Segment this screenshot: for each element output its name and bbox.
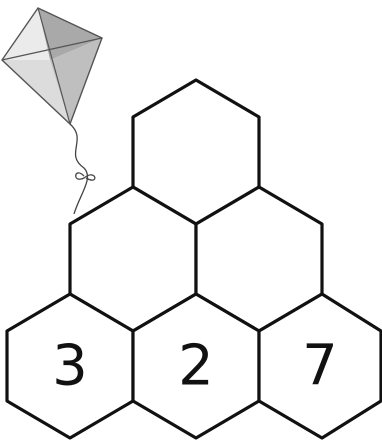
- cell-value-bottom-middle: 2: [178, 334, 214, 399]
- kite-icon: [2, 8, 102, 214]
- cell-value-bottom-left: 3: [52, 334, 88, 399]
- cell-value-bottom-right: 7: [302, 334, 338, 399]
- pyramid-row-3: 3 2 7: [7, 294, 381, 438]
